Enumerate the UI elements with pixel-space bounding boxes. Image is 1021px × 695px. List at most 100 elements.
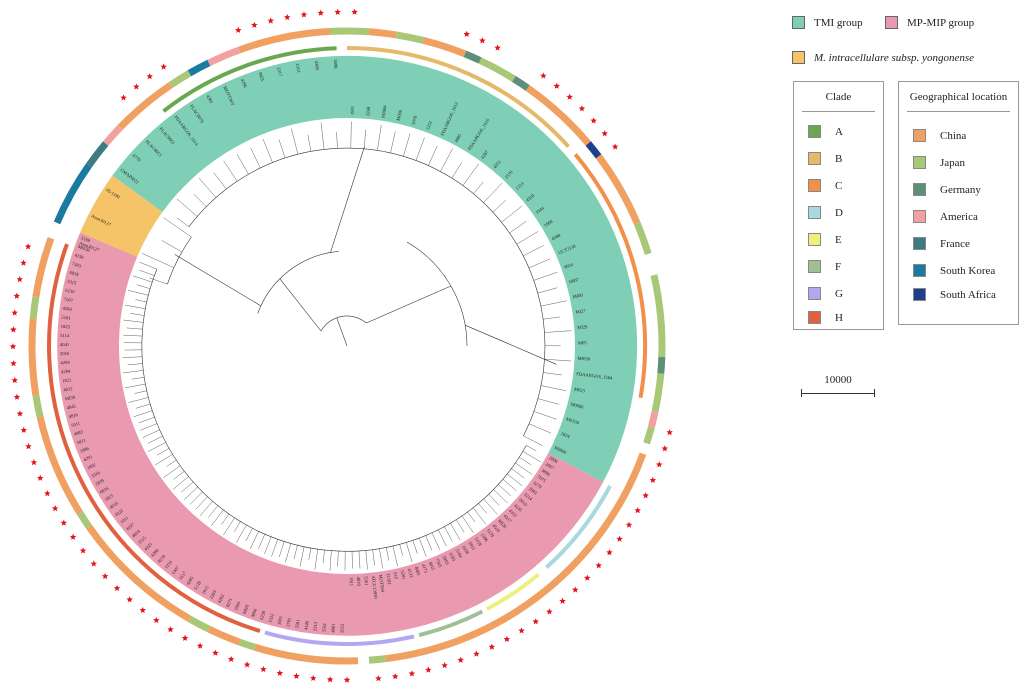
- tip-label: 5315: [67, 279, 78, 286]
- star-marker: [566, 93, 573, 100]
- tree-branch: [149, 277, 168, 285]
- tip-label: 4318: [525, 193, 536, 203]
- tip-label: 2067: [545, 462, 556, 471]
- tree-branch: [236, 153, 249, 175]
- star-marker: [540, 72, 547, 79]
- tree-branch: [543, 316, 561, 320]
- tree-branch: [533, 271, 558, 281]
- circular-phylogenetic-tree: Ason30127Ason3012705-1390CMAP00214779FLA…: [9, 8, 673, 683]
- tip-label: 5139: [486, 528, 496, 539]
- geo-segment: [103, 124, 123, 146]
- tip-label: TCH1: [385, 573, 392, 586]
- geo-segment: [53, 163, 92, 225]
- tip-label: 1823: [61, 324, 71, 330]
- tip-label: 4296: [150, 547, 160, 558]
- tree-branch: [127, 363, 143, 365]
- tip-label: 4317: [503, 513, 513, 524]
- tip-label: M05: [578, 340, 587, 345]
- tip-label: 2313: [295, 63, 302, 74]
- tip-label: 7565: [435, 558, 443, 569]
- tree-branch: [528, 258, 550, 269]
- star-marker: [293, 672, 300, 679]
- tip-label: 5199: [80, 235, 91, 243]
- star-marker: [595, 562, 602, 569]
- clade-arc: [573, 153, 648, 399]
- clade-label: A: [835, 125, 843, 138]
- tip-label: M006: [396, 109, 403, 121]
- tree-branch: [351, 550, 353, 569]
- tip-label: 5021: [76, 437, 87, 445]
- tree-branch: [379, 548, 383, 569]
- tip-label: 4219: [156, 553, 166, 564]
- tree-branch: [126, 327, 143, 330]
- star-marker: [656, 461, 663, 468]
- geo-segment: [650, 274, 666, 358]
- geo-segment: [368, 28, 397, 39]
- tip-label: 4235: [513, 503, 524, 513]
- tip-label: 4291: [83, 454, 94, 463]
- geo-segment: [28, 318, 40, 396]
- clade-swatch: [808, 260, 821, 273]
- geo-segment: [463, 50, 482, 64]
- tree-branch: [540, 300, 567, 307]
- tree-branch: [166, 459, 177, 467]
- tip-label: 5301: [363, 576, 369, 586]
- tree-branch: [511, 468, 525, 479]
- tree-branch: [461, 515, 474, 534]
- tip-label: 1802: [86, 462, 97, 471]
- clade-arc: [545, 484, 612, 569]
- tip-label: 6130: [65, 288, 76, 295]
- clade-legend-row: H: [808, 311, 843, 324]
- tree-branch: [523, 435, 543, 446]
- tree-branch: [472, 507, 487, 525]
- tree-branch: [462, 163, 479, 186]
- scale-bar-tick: [874, 389, 875, 397]
- clade-swatch: [808, 179, 821, 192]
- geo-legend-row: South Africa: [913, 288, 996, 301]
- tree-branch: [176, 198, 198, 217]
- tip-label: 4251: [492, 159, 502, 170]
- star-marker: [611, 143, 619, 150]
- star-marker: [9, 343, 17, 350]
- star-marker: [441, 662, 448, 669]
- geo-label: Japan: [940, 156, 966, 169]
- tip-label: 4381: [205, 94, 214, 105]
- star-marker: [30, 459, 38, 466]
- legend-item-tmi-group: TMI group: [792, 16, 863, 29]
- tree-branch: [372, 549, 375, 566]
- tip-label: 1011: [119, 515, 130, 525]
- tip-label: MI00: [572, 292, 584, 299]
- tip-label: 5181: [61, 315, 71, 321]
- star-marker: [235, 26, 242, 33]
- tree-branch: [293, 544, 298, 560]
- tip-label: 5214: [523, 492, 534, 502]
- tip-label: 2653: [340, 623, 345, 633]
- tree-branch: [188, 147, 546, 437]
- star-marker: [251, 21, 258, 28]
- geo-swatch: [913, 288, 926, 301]
- tip-label: FDAARGOS_1564: [576, 371, 613, 380]
- geo-segment: [207, 625, 241, 646]
- tip-label: 1896: [79, 446, 90, 454]
- tree-branch: [350, 121, 352, 149]
- geo-segment: [595, 154, 641, 225]
- tree-branch: [509, 221, 527, 234]
- star-marker: [463, 30, 470, 37]
- tip-label: 4985: [454, 132, 463, 143]
- star-marker: [649, 476, 657, 483]
- clade-legend-panel: Clade A B C D E F G H: [793, 81, 884, 330]
- tip-label: 4325: [143, 541, 154, 552]
- star-marker: [160, 63, 167, 70]
- tree-branch: [522, 451, 541, 463]
- star-marker: [572, 586, 579, 593]
- tip-label: 1821: [62, 377, 72, 383]
- tree-branch: [450, 522, 461, 541]
- geo-segment: [168, 70, 192, 88]
- tree-branch: [172, 476, 189, 490]
- tip-label: 8025: [258, 72, 266, 83]
- tree-branch: [163, 465, 181, 478]
- tree-branch: [516, 231, 539, 245]
- tip-label: 1915: [201, 584, 210, 595]
- tip-label: 6818: [69, 270, 80, 277]
- clade-legend-row: B: [808, 152, 842, 165]
